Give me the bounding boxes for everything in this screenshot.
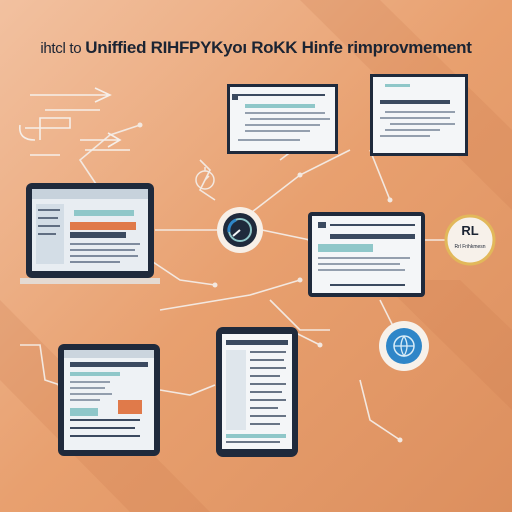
globe-icon bbox=[379, 321, 429, 371]
gauge-icon bbox=[217, 207, 263, 253]
robot-arm-icon bbox=[444, 214, 496, 266]
title-main: Uniffied RIHFPYKyoı RoKK Hinfe rimprovme… bbox=[85, 38, 472, 57]
monitor-left bbox=[20, 183, 160, 284]
badge-label: RL bbox=[461, 223, 479, 238]
window-center-right bbox=[308, 212, 425, 297]
badge-sub: Rrl Frihkmesn bbox=[454, 244, 486, 250]
window-top-right bbox=[370, 74, 468, 156]
stopwatch-icon bbox=[195, 167, 215, 190]
flow-arrows-icon bbox=[18, 87, 130, 156]
tablet-bottom-left bbox=[58, 344, 160, 456]
tablet-bottom-center bbox=[216, 327, 298, 457]
window-top-center bbox=[227, 84, 338, 154]
title-prefix: ihtcl to bbox=[40, 40, 82, 57]
